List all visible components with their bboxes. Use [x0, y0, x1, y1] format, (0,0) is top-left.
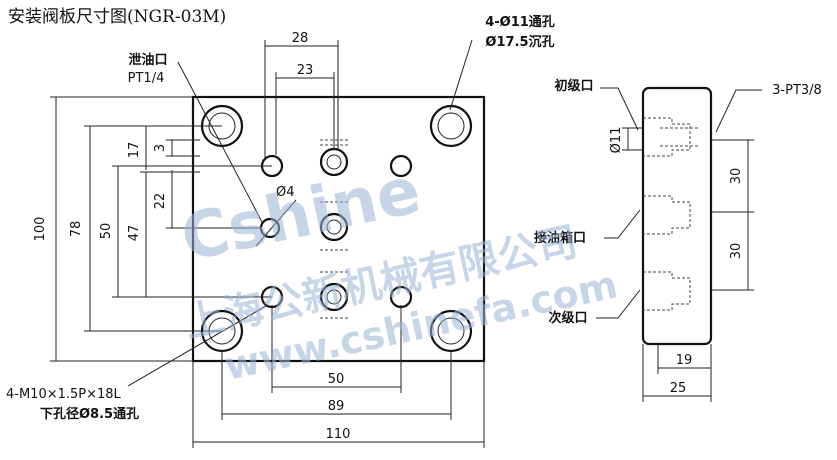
dim-47: 47 — [127, 171, 200, 297]
threaded-hole-tr — [389, 154, 413, 178]
dim-100: 100 — [33, 96, 193, 362]
tank-port-label: 接油箱口 — [534, 230, 586, 246]
dim-50-vertical-text: 50 — [99, 223, 114, 240]
dim-22: 22 — [153, 170, 262, 229]
port-hole-middle — [319, 212, 349, 242]
counterbore-label: Ø17.5沉孔 — [485, 34, 554, 50]
primary-port-leader — [600, 87, 639, 131]
dim-phi11-text: Ø11 — [609, 127, 624, 154]
dim-phi4-leader — [255, 199, 297, 247]
dim-23: 23 — [275, 63, 335, 155]
side-port-secondary — [643, 271, 691, 311]
dim-22-text: 22 — [153, 193, 168, 210]
dim-19: 19 — [657, 344, 712, 402]
ports-size-leader — [715, 89, 762, 133]
dim-3: 3 — [153, 139, 200, 157]
side-port-primary — [643, 117, 700, 157]
dim-19-text: 19 — [676, 353, 693, 368]
side-view-body — [641, 86, 713, 346]
bolt-holes-label: 4-Ø11通孔 — [485, 14, 555, 30]
dim-89-text: 89 — [328, 399, 345, 414]
bolt-holes-leader — [449, 39, 473, 111]
dim-47-text: 47 — [127, 225, 142, 242]
port-hole-bottom — [319, 282, 349, 312]
dim-28-text: 28 — [292, 31, 309, 46]
dim-30-lower-text: 30 — [729, 243, 744, 260]
dim-30-upper-text: 30 — [729, 168, 744, 185]
dim-23-text: 23 — [297, 63, 314, 78]
dim-110: 110 — [192, 361, 485, 448]
dim-25-text: 25 — [670, 381, 687, 396]
dim-50-vertical: 50 — [99, 165, 272, 298]
side-port-tank — [643, 195, 691, 235]
drain-port-label: 泄油口 — [128, 52, 167, 68]
dim-28: 28 — [264, 31, 339, 160]
tank-port-leader — [604, 209, 641, 239]
dim-phi4-text: Ø4 — [276, 185, 295, 200]
drain-port-leader — [177, 61, 263, 223]
dim-50-horizontal-text: 50 — [328, 372, 345, 387]
corner-bolt-hole-tr — [429, 104, 473, 148]
primary-port-label: 初级口 — [554, 78, 593, 94]
drain-port-size: PT1/4 — [128, 71, 165, 86]
dim-phi11: Ø11 — [609, 127, 643, 154]
thread-spec-label: 4-M10×1.5P×18L — [6, 387, 122, 402]
dim-17-text: 17 — [127, 142, 142, 159]
thread-spec-leader — [127, 305, 267, 387]
tap-drill-label: 下孔径Ø8.5通孔 — [40, 406, 139, 422]
dim-89: 89 — [221, 351, 452, 420]
dim-30-lower: 30 — [711, 212, 754, 291]
secondary-port-label: 次级口 — [548, 310, 587, 326]
dim-100-text: 100 — [33, 217, 48, 242]
dim-3-text: 3 — [153, 144, 168, 152]
secondary-port-leader — [596, 289, 641, 319]
dim-17: 17 — [127, 126, 147, 170]
dim-50-horizontal: 50 — [271, 305, 402, 393]
dim-78-text: 78 — [69, 221, 84, 238]
drawing-title: 安装阀板尺寸图(NGR-03M) — [8, 7, 226, 27]
dim-30-upper: 30 — [711, 139, 754, 213]
dim-78: 78 — [69, 125, 222, 332]
dim-25: 25 — [642, 344, 711, 402]
ports-size-label: 3-PT3/8 — [772, 83, 822, 98]
dim-110-text: 110 — [326, 427, 351, 442]
